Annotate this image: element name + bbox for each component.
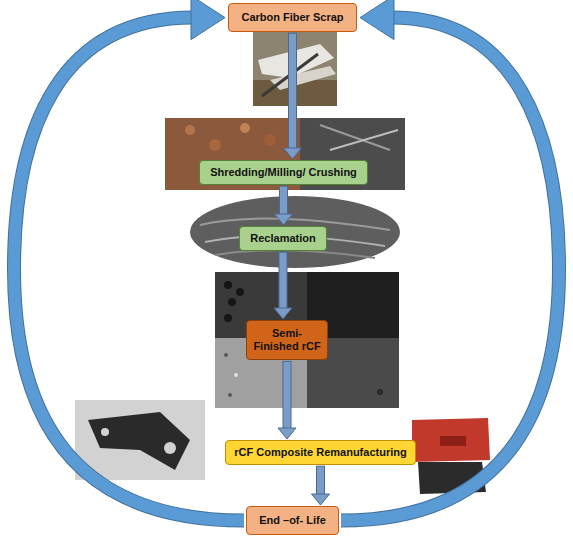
node-label: Shredding/Milling/ Crushing — [210, 166, 357, 179]
node-label: Carbon Fiber Scrap — [241, 11, 343, 24]
arrow-shaft — [280, 186, 288, 215]
end-box: End –of- Life — [246, 506, 339, 535]
arrow-head — [275, 214, 293, 225]
arrow-head — [278, 428, 296, 439]
arrow-head — [312, 494, 330, 505]
arrow-shaft — [279, 252, 287, 309]
flow-arrow — [14, 0, 244, 521]
product-box: Semi-Finished rCF — [246, 320, 328, 360]
arrow-head — [284, 148, 302, 159]
process-box: Reclamation — [239, 226, 327, 251]
arrow-outline — [14, 18, 244, 521]
node-label: Reclamation — [250, 232, 315, 245]
node-label: rCF Composite Remanufacturing — [234, 446, 406, 459]
arrow-head — [360, 0, 394, 40]
flow-arrow — [274, 252, 292, 319]
flow-arrow — [278, 361, 296, 439]
reclamation-photo — [190, 196, 400, 268]
source-box: Carbon Fiber Scrap — [228, 3, 357, 32]
part-photo — [75, 400, 205, 480]
arrow-shaft — [283, 361, 291, 429]
shredding-photo — [165, 118, 405, 190]
process-box: Shredding/Milling/ Crushing — [199, 160, 368, 185]
arrow-shaft — [14, 18, 244, 521]
semi-finished-photo — [215, 272, 399, 408]
process-box: rCF Composite Remanufacturing — [225, 440, 416, 465]
arrow-shaft — [317, 466, 325, 495]
arrow-head — [191, 0, 225, 40]
flow-arrow — [275, 186, 293, 225]
arrow-head — [274, 308, 292, 319]
node-label: End –of- Life — [259, 514, 326, 527]
flow-arrow — [284, 33, 302, 159]
arrow-shaft — [289, 33, 297, 149]
flow-arrow — [312, 466, 330, 505]
node-label: Semi-Finished rCF — [253, 327, 321, 353]
